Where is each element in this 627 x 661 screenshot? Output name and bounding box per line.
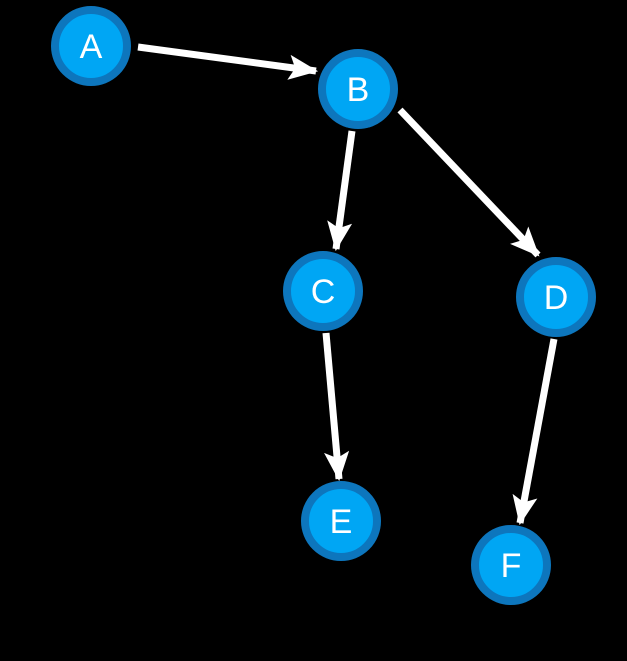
nodes-layer: A B C D E F (51, 6, 596, 605)
graph-edge-b-to-d[interactable] (397, 107, 541, 258)
node-circle-e (301, 481, 381, 561)
graph-node-c[interactable]: C (283, 251, 363, 331)
graph-node-f[interactable]: F (471, 525, 551, 605)
graph-edge-b-to-c[interactable] (327, 130, 356, 252)
graph-edge-d-to-f[interactable] (512, 338, 558, 526)
graph-node-d[interactable]: D (516, 257, 596, 337)
node-circle-c (283, 251, 363, 331)
graph-edge-a-to-b[interactable] (137, 43, 319, 80)
node-circle-b (318, 49, 398, 129)
edges-layer (137, 43, 558, 526)
node-circle-a (51, 6, 131, 86)
graph-edge-c-to-e[interactable] (322, 332, 350, 482)
graph-node-a[interactable]: A (51, 6, 131, 86)
graph-node-e[interactable]: E (301, 481, 381, 561)
node-circle-d (516, 257, 596, 337)
graph-node-b[interactable]: B (318, 49, 398, 129)
node-circle-f (471, 525, 551, 605)
